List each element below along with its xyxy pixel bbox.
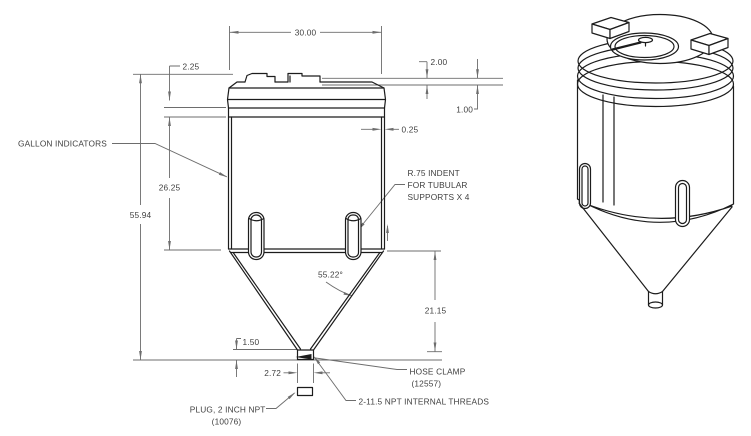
dim-cone-height: 21.15 <box>425 306 447 316</box>
dim-lid-offset: 2.25 <box>183 62 200 72</box>
annotations: 30.00 2.25 2.00 1.00 0.25 GALLON INDICAT… <box>18 28 489 427</box>
label-gallon-indicators: GALLON INDICATORS <box>18 139 107 149</box>
front-view <box>226 72 387 397</box>
dim-outlet-height: 1.50 <box>243 337 260 347</box>
dim-cone-angle: 55.22° <box>318 270 343 280</box>
dim-lid-step: 2.00 <box>431 57 448 67</box>
dim-wall-thickness: 0.25 <box>402 125 419 135</box>
label-indent-line2: FOR TUBULAR <box>408 180 468 190</box>
label-plug-part: (10076) <box>212 417 242 427</box>
label-indent-line3: SUPPORTS X 4 <box>408 192 470 202</box>
dim-cylinder-height: 26.25 <box>159 183 181 193</box>
plug <box>296 386 314 397</box>
iso-view <box>576 13 735 309</box>
dim-top-width: 30.00 <box>295 28 317 38</box>
dim-outlet-width: 2.72 <box>264 368 281 378</box>
label-indent-line1: R.75 INDENT <box>408 168 460 178</box>
dim-lid-step-small: 1.00 <box>456 105 473 115</box>
support-indent-right <box>344 211 362 261</box>
dim-overall-height: 55.94 <box>130 210 152 220</box>
label-npt-threads: 2-11.5 NPT INTERNAL THREADS <box>359 397 490 407</box>
lug-right <box>690 32 729 56</box>
threaded-cap <box>609 32 680 61</box>
outlet-fitting <box>296 349 315 361</box>
lug-left <box>591 16 630 40</box>
label-plug: PLUG, 2 INCH NPT <box>190 405 266 415</box>
support-indent-left <box>247 211 265 261</box>
arrowheads <box>139 30 479 400</box>
hose-clamp-mark <box>295 354 312 360</box>
label-hose-clamp-part: (12557) <box>412 379 442 389</box>
label-hose-clamp: HOSE CLAMP <box>410 367 466 377</box>
